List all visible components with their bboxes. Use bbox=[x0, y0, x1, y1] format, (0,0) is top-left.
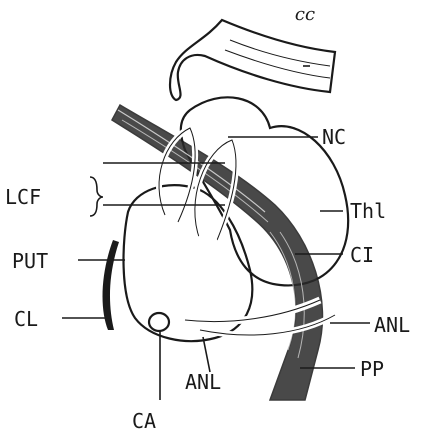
label-anl-bottom: ANL bbox=[185, 370, 221, 394]
label-anl-right: ANL bbox=[374, 313, 410, 337]
leader-lines bbox=[62, 66, 370, 400]
corpus-callosum-shape bbox=[170, 20, 335, 100]
label-ci: CI bbox=[350, 243, 374, 267]
label-thl: Thl bbox=[350, 199, 386, 223]
lcf-bracket bbox=[90, 177, 103, 216]
claustrum-shape bbox=[103, 240, 119, 330]
label-cc: cc bbox=[295, 4, 315, 25]
ca-oval bbox=[149, 313, 169, 331]
label-ca: CA bbox=[132, 409, 156, 433]
label-nc: NC bbox=[322, 125, 346, 149]
label-cl: CL bbox=[14, 307, 38, 331]
label-put: PUT bbox=[12, 249, 48, 273]
label-lcf: LCF bbox=[5, 185, 41, 209]
label-pp: PP bbox=[360, 357, 384, 381]
